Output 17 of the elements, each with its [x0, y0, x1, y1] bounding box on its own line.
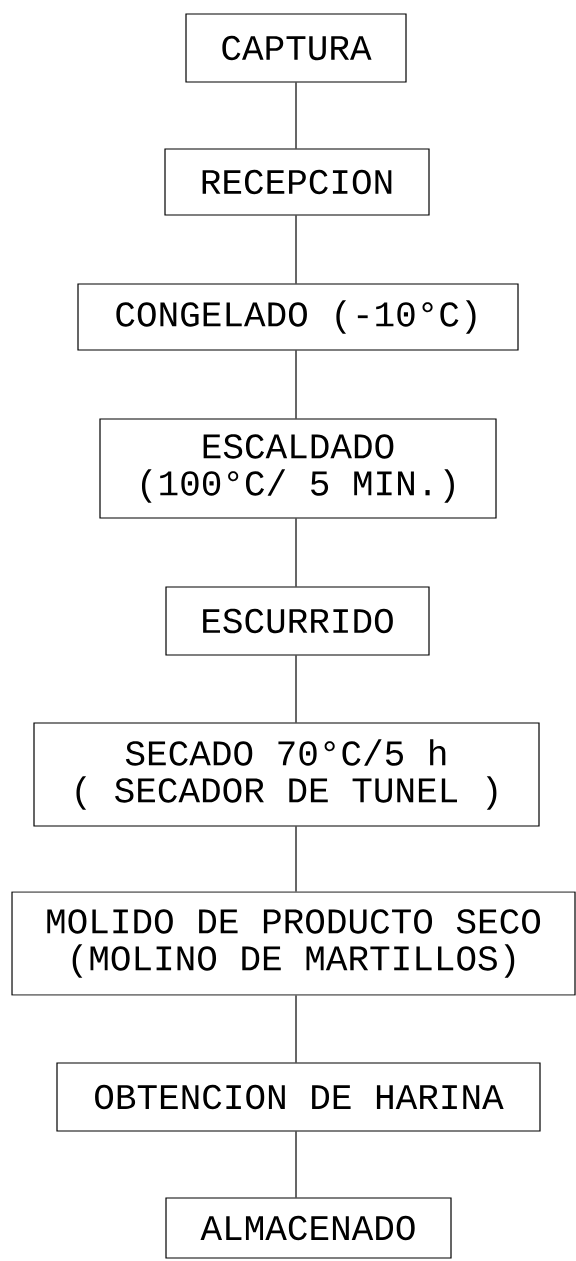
connector-line — [295, 655, 297, 723]
process-box: RECEPCION — [164, 148, 430, 216]
process-box: ESCURRIDO — [165, 586, 430, 656]
connector-line — [295, 826, 297, 892]
process-box: SECADO 70°C/5 h ( SECADOR DE TUNEL ) — [33, 722, 540, 827]
connector-line — [295, 1131, 297, 1198]
process-box: ALMACENADO — [165, 1197, 452, 1259]
process-box: ESCALDADO (100°C/ 5 MIN.) — [99, 418, 497, 519]
process-box: CAPTURA — [185, 13, 407, 83]
connector-line — [295, 518, 297, 587]
connector-line — [295, 995, 297, 1063]
process-box: OBTENCION DE HARINA — [56, 1062, 541, 1132]
process-box: MOLIDO DE PRODUCTO SECO (MOLINO DE MARTILLOS) — [11, 891, 576, 996]
connector-line — [295, 82, 297, 149]
connector-line — [295, 215, 297, 284]
process-box: CONGELADO (-10°C) — [77, 283, 519, 351]
connector-line — [295, 350, 297, 419]
